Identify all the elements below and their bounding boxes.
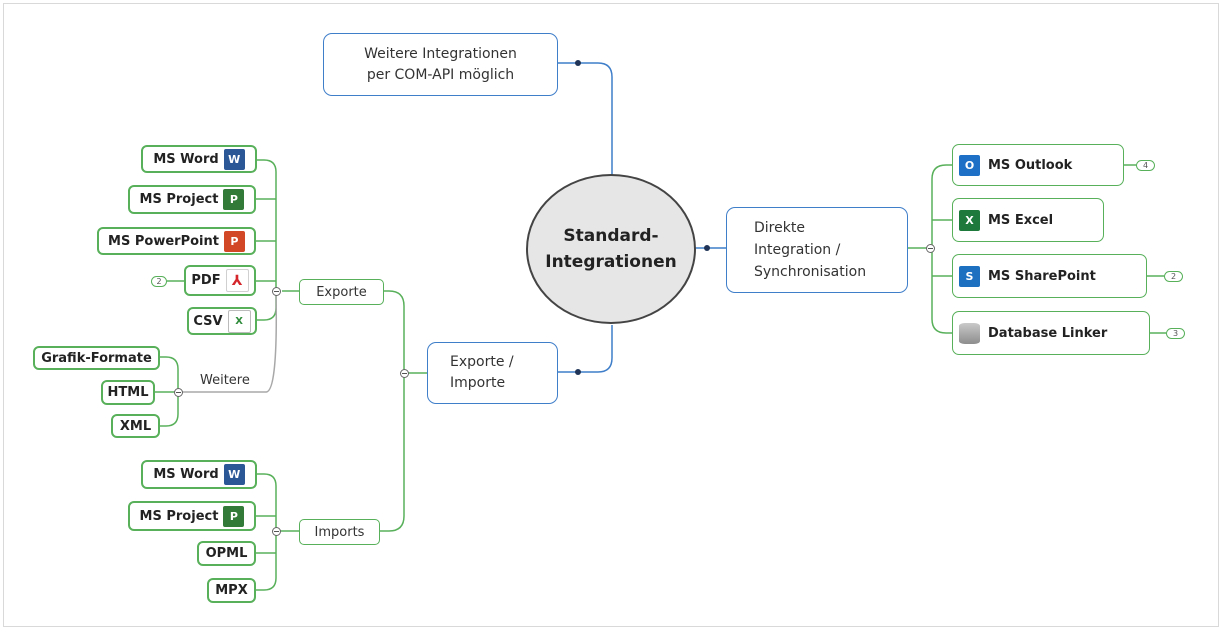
connector-dot: [575, 369, 581, 375]
branch-line: Weitere Integrationen: [364, 45, 517, 62]
connector-dot: [575, 60, 581, 66]
label: MS Word: [153, 467, 219, 482]
pdf-count-badge[interactable]: 2: [151, 276, 167, 287]
branch-label: Exporte: [316, 284, 367, 300]
import-mpx[interactable]: MPX: [207, 578, 256, 603]
pdf-icon: ⅄: [225, 269, 249, 292]
label: XML: [119, 418, 152, 434]
word-icon: W: [223, 464, 245, 485]
export-ms-word[interactable]: MS Word W: [141, 145, 257, 173]
import-ms-word[interactable]: MS Word W: [141, 460, 257, 489]
outlook-count-badge[interactable]: 4: [1136, 160, 1155, 171]
central-topic-line1: Standard-: [563, 226, 659, 246]
branch-line: Importe: [450, 375, 506, 391]
badge-count: 2: [1170, 271, 1177, 281]
branch-line: Exporte /: [450, 354, 514, 370]
database-count-badge[interactable]: 3: [1166, 328, 1185, 339]
export-xml[interactable]: XML: [111, 414, 160, 438]
export-html[interactable]: HTML: [101, 380, 155, 405]
connector-dot: [704, 245, 710, 251]
sharepoint-count-badge[interactable]: 2: [1164, 271, 1183, 282]
integration-database-linker[interactable]: Database Linker: [952, 311, 1150, 355]
label: MS SharePoint: [988, 268, 1096, 284]
import-ms-project[interactable]: MS Project P: [128, 501, 256, 531]
database-icon: [959, 322, 980, 344]
branch-line: Integration /: [754, 242, 841, 258]
branch-weitere[interactable]: Weitere: [200, 373, 250, 388]
badge-count: 3: [1172, 328, 1179, 338]
integration-ms-outlook[interactable]: O MS Outlook: [952, 144, 1124, 186]
collapse-toggle-exporte-importe[interactable]: [400, 369, 409, 378]
csv-icon: X: [227, 309, 251, 333]
branch-imports[interactable]: Imports: [299, 519, 380, 545]
word-icon: W: [223, 148, 245, 170]
badge-count: 4: [1142, 160, 1149, 170]
label: Database Linker: [988, 325, 1108, 341]
excel-icon: X: [959, 209, 980, 231]
label: OPML: [205, 546, 248, 561]
branch-line: per COM-API möglich: [366, 66, 515, 83]
branch-label: Imports: [314, 524, 365, 540]
label: MS Excel: [988, 212, 1054, 228]
powerpoint-icon: P: [223, 230, 245, 252]
label: MS Outlook: [988, 157, 1073, 173]
label: Grafik-Formate: [41, 350, 152, 366]
collapse-toggle-imports[interactable]: [272, 527, 281, 536]
label: HTML: [107, 385, 149, 400]
import-opml[interactable]: OPML: [197, 541, 256, 566]
badge-count: 2: [156, 276, 162, 286]
label: PDF: [191, 273, 221, 288]
label: MS Project: [139, 192, 219, 207]
central-topic[interactable]: Standard- Integrationen: [526, 174, 696, 324]
export-ms-project[interactable]: MS Project P: [128, 185, 256, 214]
integration-ms-excel[interactable]: X MS Excel: [952, 198, 1104, 242]
label: MS Project: [139, 508, 219, 524]
integration-ms-sharepoint[interactable]: S MS SharePoint: [952, 254, 1147, 298]
branch-line: Direkte: [754, 220, 805, 236]
branch-direkte-integration[interactable]: Direkte Integration / Synchronisation: [726, 207, 908, 293]
label: MS Word: [153, 151, 219, 167]
collapse-toggle-exporte[interactable]: [272, 287, 281, 296]
central-topic-line2: Integrationen: [545, 252, 677, 272]
export-ms-powerpoint[interactable]: MS PowerPoint P: [97, 227, 256, 255]
outlook-icon: O: [959, 154, 980, 176]
export-csv[interactable]: CSV X: [187, 307, 257, 335]
label: CSV: [193, 313, 223, 329]
collapse-toggle-direkte[interactable]: [926, 244, 935, 253]
branch-weitere-integrationen[interactable]: Weitere Integrationen per COM-API möglic…: [323, 33, 558, 96]
label: MPX: [215, 583, 248, 598]
branch-exporte[interactable]: Exporte: [299, 279, 384, 305]
label: MS PowerPoint: [108, 233, 219, 249]
branch-line: Synchronisation: [754, 264, 867, 280]
export-pdf[interactable]: PDF ⅄: [184, 265, 256, 296]
sharepoint-icon: S: [959, 265, 980, 287]
branch-exporte-importe[interactable]: Exporte / Importe: [427, 342, 558, 404]
collapse-toggle-weitere[interactable]: [174, 388, 183, 397]
export-grafik-formate[interactable]: Grafik-Formate: [33, 346, 160, 370]
project-icon: P: [223, 189, 245, 210]
project-icon: P: [223, 505, 245, 527]
